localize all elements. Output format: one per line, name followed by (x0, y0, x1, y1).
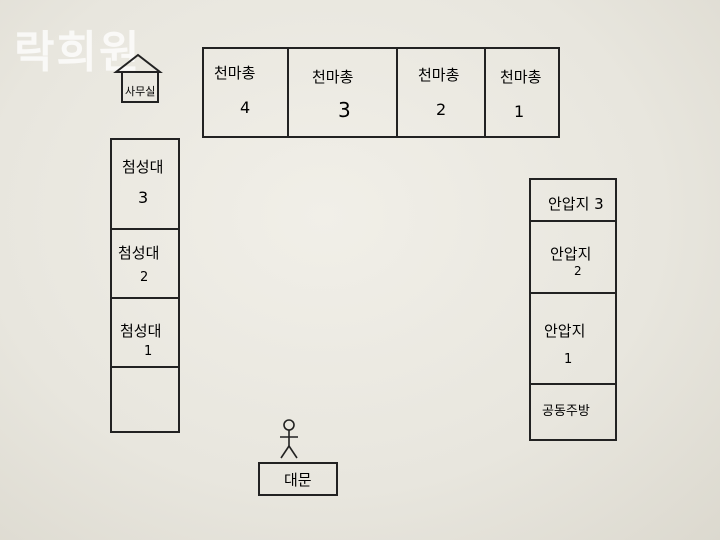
right-divider-1 (529, 220, 617, 222)
left-room-1-label: 첨성대 (120, 322, 162, 340)
top-room-2-number: 2 (436, 100, 447, 119)
right-column-block (529, 178, 617, 441)
top-room-3-number: 3 (338, 98, 351, 122)
left-divider-2 (110, 297, 180, 299)
right-room-2-number: 2 (574, 264, 582, 278)
left-room-2-label: 첨성대 (118, 244, 160, 262)
top-room-1-label: 천마총 (500, 68, 542, 86)
right-divider-3 (529, 383, 617, 385)
top-divider-1 (287, 47, 289, 138)
right-room-3-label: 안압지 3 (548, 195, 604, 213)
top-room-2-label: 천마총 (418, 66, 460, 84)
top-room-3-label: 천마총 (312, 68, 354, 86)
left-column-block (110, 138, 180, 433)
office-label: 사무실 (125, 85, 156, 98)
top-room-4-label: 천마총 (214, 64, 256, 82)
right-divider-2 (529, 292, 617, 294)
right-room-1-label: 안압지 (544, 322, 586, 340)
top-row-block (202, 47, 560, 138)
left-divider-3 (110, 366, 180, 368)
left-room-3-number: 3 (138, 188, 149, 207)
top-divider-3 (484, 47, 486, 138)
stick-figure-icon (280, 419, 298, 459)
main-gate-label: 대문 (284, 471, 312, 489)
main-gate-block (258, 462, 338, 496)
top-divider-2 (396, 47, 398, 138)
shared-kitchen-label: 공동주방 (542, 404, 590, 419)
left-divider-1 (110, 228, 180, 230)
right-room-2-label: 안압지 (550, 245, 592, 263)
office-house-icon (113, 53, 163, 103)
left-room-3-label: 첨성대 (122, 158, 164, 176)
left-room-2-number: 2 (140, 270, 149, 285)
top-room-1-number: 1 (514, 102, 525, 121)
right-room-1-number: 1 (564, 352, 573, 367)
top-room-4-number: 4 (240, 98, 251, 117)
left-room-1-number: 1 (144, 344, 153, 359)
